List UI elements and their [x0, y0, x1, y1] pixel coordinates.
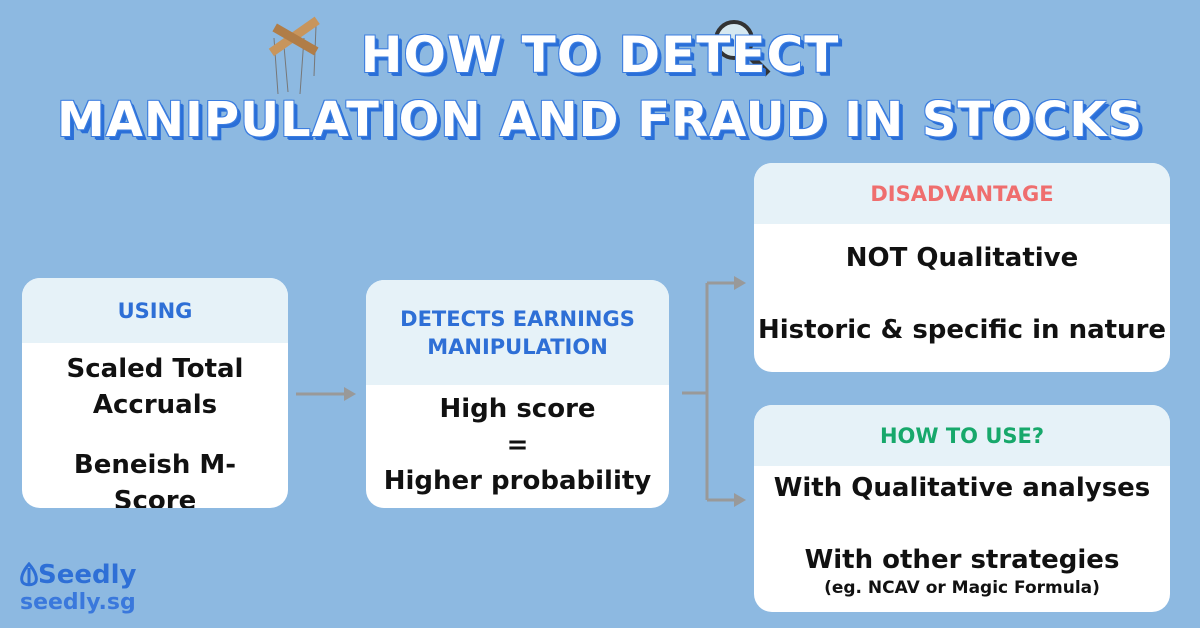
how-to-use-card: HOW TO USE? With Qualitative analyses Wi… — [754, 405, 1170, 612]
puppet-cross-icon — [268, 16, 320, 95]
disadvantage-header: DISADVANTAGE — [754, 163, 1170, 224]
how-to-use-item: With other strategies — [804, 545, 1120, 575]
brand-name: Seedly — [38, 560, 137, 590]
detects-header: DETECTS EARNINGS MANIPULATION — [366, 280, 669, 385]
disadvantage-item: Historic & specific in nature — [757, 315, 1167, 345]
detects-line: Higher probability — [383, 466, 652, 496]
seedly-logo: Seedly seedly.sg — [20, 560, 136, 616]
title-line-1: HOW TO DETECT — [360, 26, 840, 84]
using-header: USING — [22, 278, 288, 343]
arrow-right-icon — [296, 387, 356, 401]
branch-arrows-icon — [682, 276, 746, 507]
detects-line: = — [506, 430, 529, 460]
using-card: USING Scaled Total Accruals Beneish M-Sc… — [22, 278, 288, 508]
how-to-use-note: (eg. NCAV or Magic Formula) — [824, 578, 1100, 598]
detects-card: DETECTS EARNINGS MANIPULATION High score… — [366, 280, 669, 508]
using-item: Beneish M-Score — [73, 450, 237, 508]
title-line-2: MANIPULATION AND FRAUD IN STOCKS — [56, 92, 1144, 148]
disadvantage-item: NOT Qualitative — [845, 243, 1079, 273]
using-item: Scaled Total Accruals — [66, 354, 244, 420]
seed-icon — [20, 562, 38, 587]
how-to-use-header: HOW TO USE? — [754, 405, 1170, 466]
how-to-use-item: With Qualitative analyses — [773, 473, 1151, 503]
magnifying-glass-icon — [714, 20, 771, 77]
detects-line: High score — [439, 394, 596, 424]
disadvantage-card: DISADVANTAGE NOT Qualitative Historic & … — [754, 163, 1170, 372]
brand-url: seedly.sg — [20, 590, 136, 615]
